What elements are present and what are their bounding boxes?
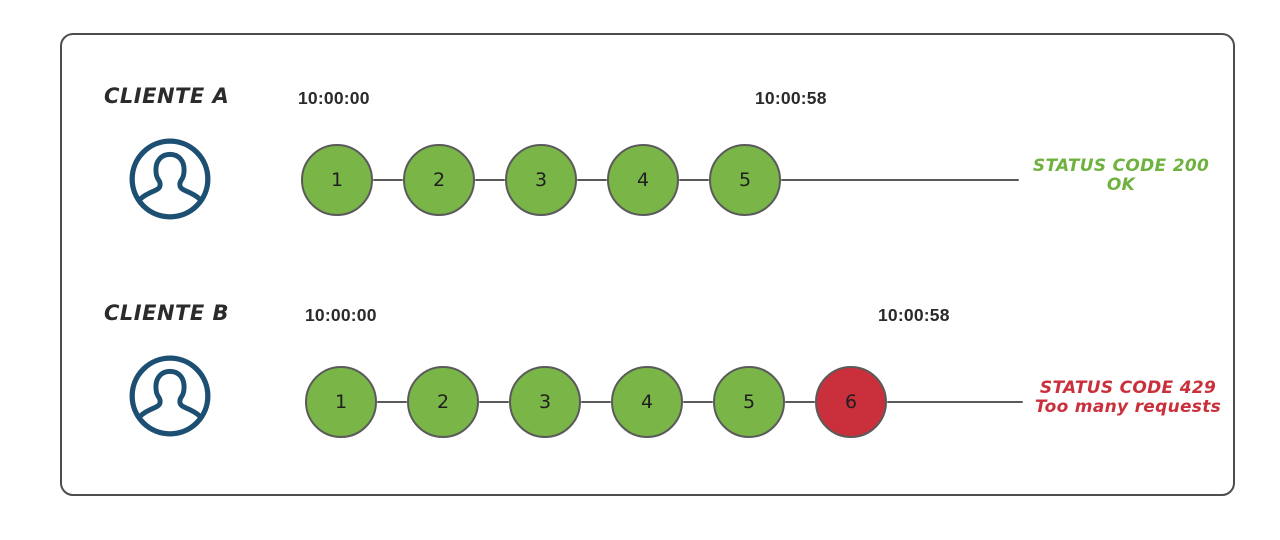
request-node-b-4[interactable]: 4 [611,366,683,438]
node-number: 3 [534,169,548,191]
connector-a-3 [577,178,607,182]
connector-a-status [781,178,1019,182]
request-node-a-2[interactable]: 2 [403,144,475,216]
start-time-row-a: 10:00:00 [298,88,370,108]
status-code-line: STATUS CODE 200 [1032,156,1210,176]
node-number: 1 [334,391,348,413]
user-avatar-icon-b [126,352,214,440]
status-badge-b: STATUS CODE 429 Too many requests [1028,378,1228,418]
connector-b-status [887,400,1023,404]
request-node-b-1[interactable]: 1 [305,366,377,438]
status-code-line: STATUS CODE 429 [1039,378,1217,398]
end-time-row-a: 10:00:58 [755,88,827,108]
connector-b-5 [785,400,815,404]
start-time-row-b: 10:00:00 [305,305,377,325]
request-node-a-4[interactable]: 4 [607,144,679,216]
node-number: 5 [738,169,752,191]
request-node-b-5[interactable]: 5 [713,366,785,438]
request-node-b-3[interactable]: 3 [509,366,581,438]
status-text-line: Too many requests [1034,397,1222,418]
node-number: 6 [844,391,858,413]
request-node-a-5[interactable]: 5 [709,144,781,216]
node-number: 2 [436,391,450,413]
client-label-b: CLIENTE B [104,301,230,325]
connector-a-4 [679,178,709,182]
connector-b-4 [683,400,713,404]
request-node-a-3[interactable]: 3 [505,144,577,216]
node-number: 2 [432,169,446,191]
node-number: 4 [636,169,650,191]
client-label-a: CLIENTE A [104,84,230,108]
status-text-line: OK [1106,175,1136,196]
request-node-b-6[interactable]: 6 [815,366,887,438]
node-number: 5 [742,391,756,413]
connector-b-1 [377,400,407,404]
end-time-row-b: 10:00:58 [878,305,950,325]
request-node-a-1[interactable]: 1 [301,144,373,216]
connector-b-3 [581,400,611,404]
node-number: 4 [640,391,654,413]
request-node-b-2[interactable]: 2 [407,366,479,438]
user-avatar-icon-a [126,135,214,223]
node-number: 3 [538,391,552,413]
connector-a-2 [475,178,505,182]
status-badge-a: STATUS CODE 200 OK [1026,156,1216,196]
connector-b-2 [479,400,509,404]
connector-a-1 [373,178,403,182]
node-number: 1 [330,169,344,191]
